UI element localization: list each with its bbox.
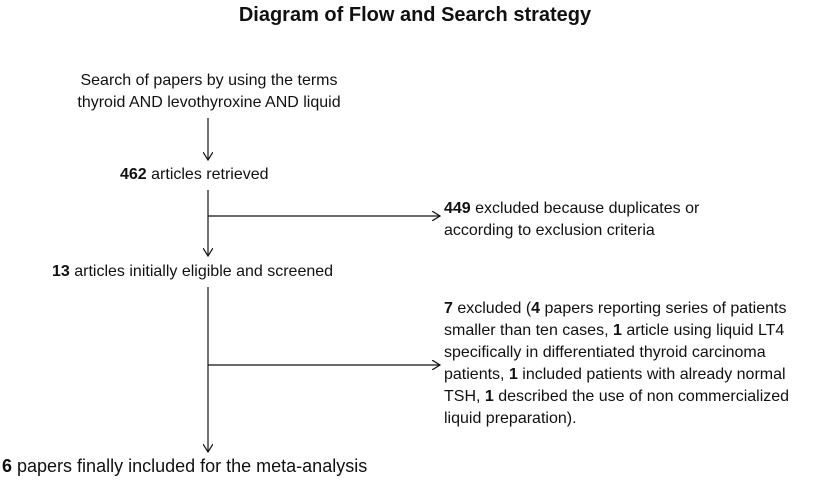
ex2-line7: liquid preparation).: [444, 410, 577, 427]
node-final: 6 papers finally included for the meta-a…: [2, 454, 367, 478]
node-eligible: 13 articles initially eligible and scree…: [52, 261, 333, 283]
ex2-t6: described the use of non commercialized: [493, 388, 790, 405]
excluded1-line-2: according to exclusion criteria: [444, 222, 655, 239]
ex2-t5: included patients with already normal: [517, 366, 786, 383]
ex2-t3: article using liquid LT4: [621, 322, 785, 339]
final-text: papers finally included for the meta-ana…: [12, 456, 368, 476]
ex2-n3: 1: [612, 322, 622, 339]
ex2-line2: smaller than ten cases,: [444, 322, 613, 339]
node-excluded-details: 7 excluded (4 papers reporting series of…: [444, 298, 789, 430]
node-excluded-duplicates: 449 excluded because duplicates or accor…: [444, 198, 699, 242]
excluded1-line-1: excluded because duplicates or: [470, 200, 700, 217]
search-line-2: thyroid AND levothyroxine AND liquid: [77, 94, 341, 111]
ex2-n1: 7: [444, 300, 453, 317]
ex2-line5a: patients,: [444, 366, 509, 383]
eligible-text: articles initially eligible and screened: [69, 263, 334, 280]
excluded1-count: 449: [444, 200, 471, 217]
ex2-n4: 1: [508, 366, 518, 383]
search-line-1: Search of papers by using the terms: [80, 72, 338, 89]
node-retrieved: 462 articles retrieved: [120, 164, 269, 186]
node-search: Search of papers by using the terms thyr…: [59, 70, 359, 114]
eligible-count: 13: [52, 263, 70, 280]
final-count: 6: [2, 456, 13, 476]
ex2-t1: excluded (: [452, 300, 532, 317]
ex2-line4: specifically in differentiated thyroid c…: [444, 344, 766, 361]
diagram-title: Diagram of Flow and Search strategy: [238, 4, 592, 26]
ex2-n5: 1: [484, 388, 494, 405]
retrieved-text: articles retrieved: [146, 166, 269, 183]
retrieved-count: 462: [120, 166, 147, 183]
ex2-t2: papers reporting series of patients: [540, 300, 787, 317]
ex2-n2: 4: [531, 300, 541, 317]
ex2-line6a: TSH,: [444, 388, 485, 405]
